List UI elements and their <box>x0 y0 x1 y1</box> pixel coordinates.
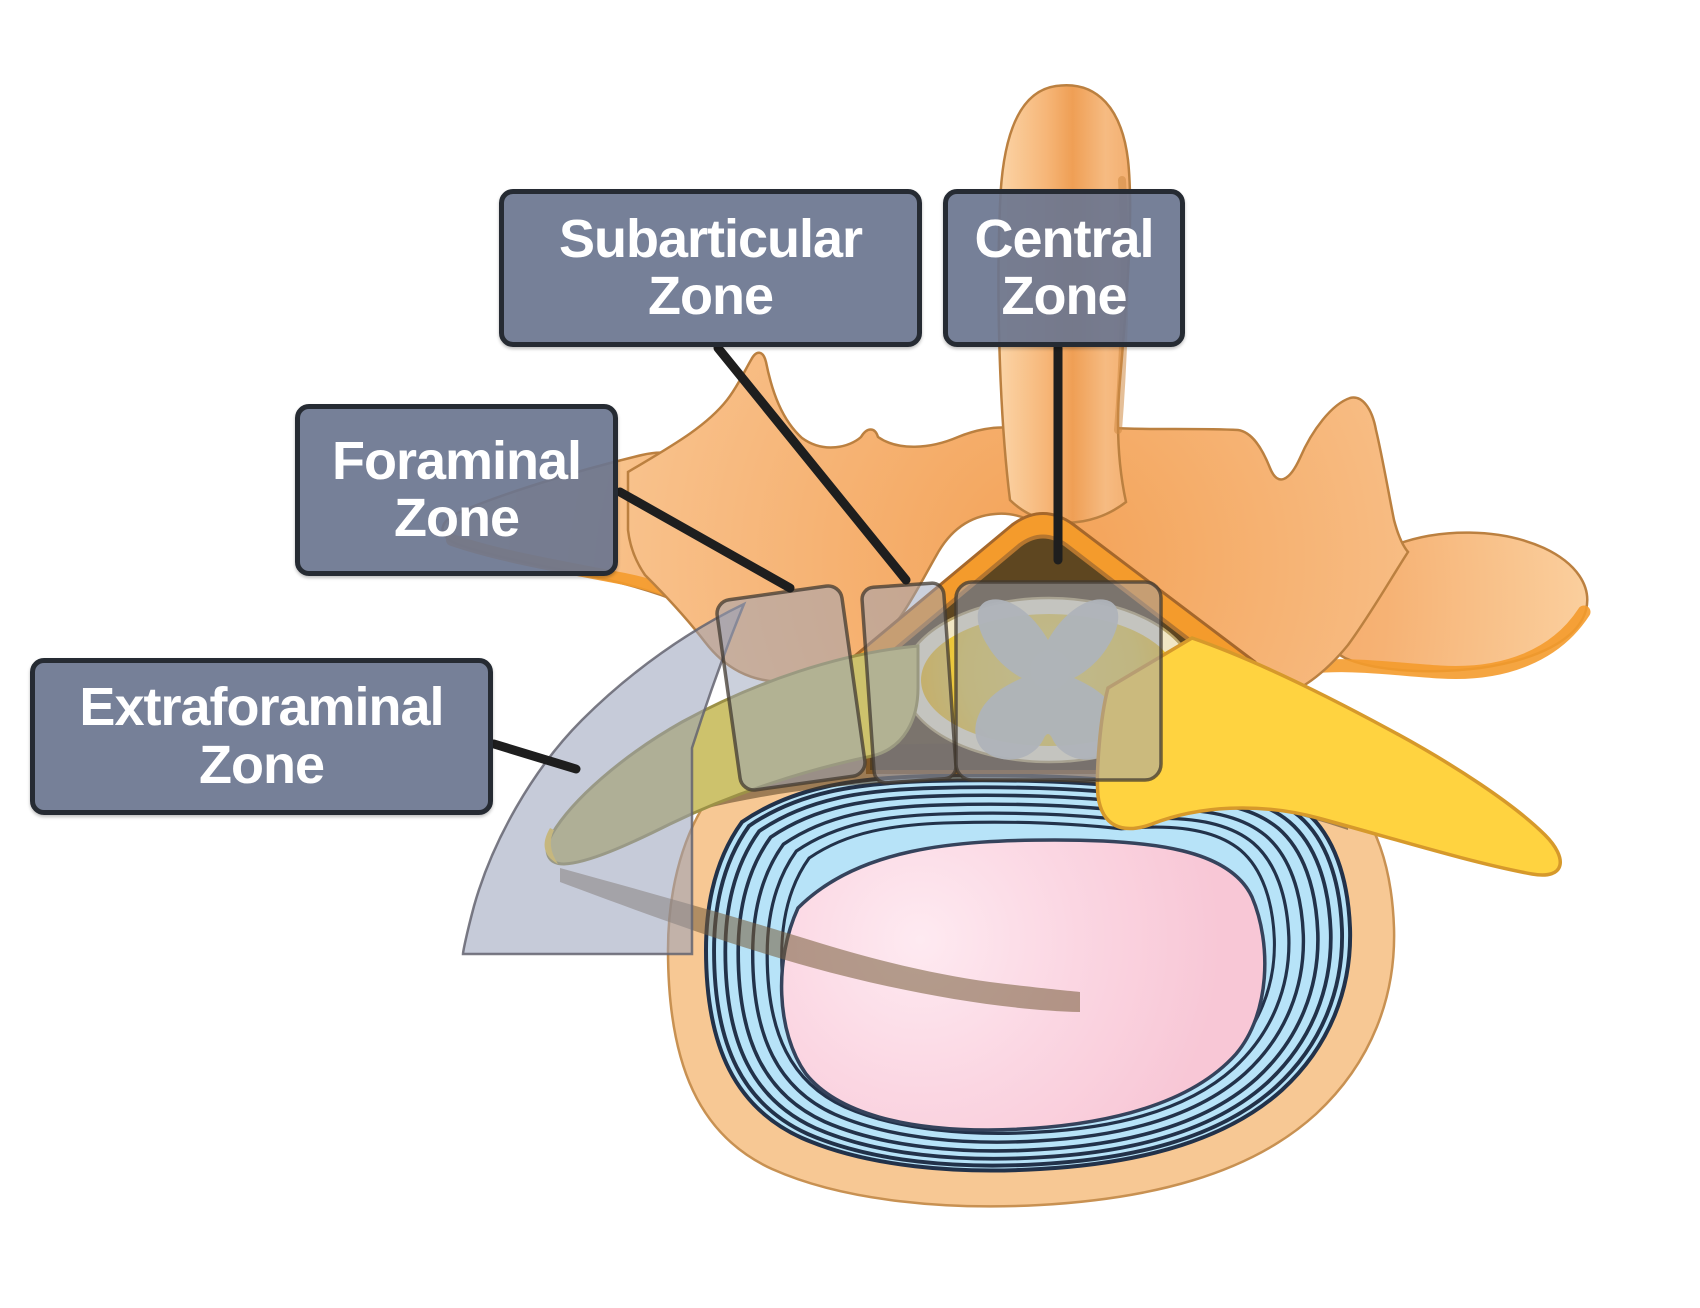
foraminal-zone-area <box>715 584 867 792</box>
leader-lines <box>489 343 1063 774</box>
zone-overlays <box>461 580 1163 956</box>
nerve-root-left-shadow <box>560 868 1080 1012</box>
leader-line-subarticular <box>713 343 911 585</box>
label-central-line1: Central <box>974 208 1154 269</box>
leader-line-foraminal <box>615 487 795 593</box>
subarticular-zone-area <box>860 581 958 785</box>
label-central-zone: Central Zone <box>943 189 1185 347</box>
extraforaminal-zone-area <box>461 601 747 956</box>
nerve-root-right <box>1095 636 1562 877</box>
label-extraforaminal-zone: Extraforaminal Zone <box>30 658 493 815</box>
intervertebral-disc <box>666 745 1396 1208</box>
label-subarticular-zone: Subarticular Zone <box>499 189 922 347</box>
label-foraminal-zone: Foraminal Zone <box>295 404 618 576</box>
label-foraminal-line2: Zone <box>394 488 520 548</box>
leader-line-extraforaminal <box>489 739 581 774</box>
nucleus-pulposus <box>779 838 1267 1132</box>
label-foraminal-line1: Foraminal <box>331 430 582 491</box>
label-extraforaminal-line1: Extraforaminal <box>79 677 444 738</box>
label-extraforaminal-line2: Zone <box>199 734 325 795</box>
label-central-line2: Zone <box>1001 266 1128 326</box>
label-subarticular-line2: Zone <box>648 266 774 326</box>
label-subarticular-line1: Subarticular <box>558 208 863 269</box>
central-zone-area <box>954 580 1163 782</box>
